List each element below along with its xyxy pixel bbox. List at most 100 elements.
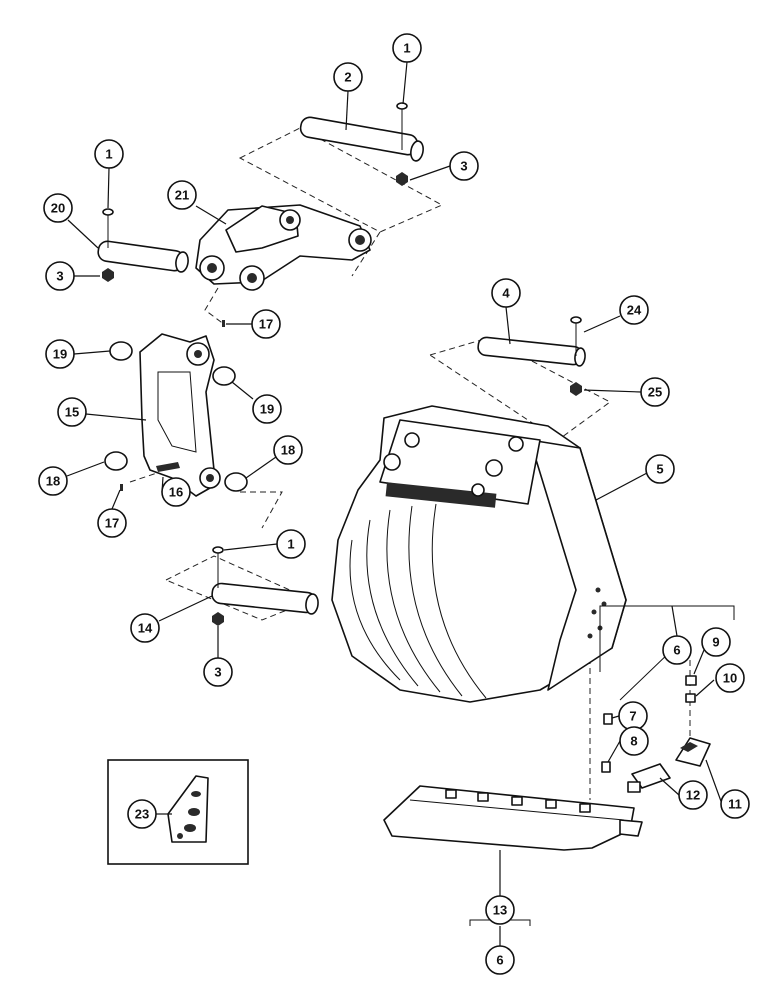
leader-12	[659, 777, 680, 796]
callout-17b: 17	[97, 508, 127, 538]
bucket-rib-3	[386, 509, 441, 693]
link-eye-top-hole	[286, 216, 294, 224]
bucket-eye-4	[508, 436, 524, 452]
leader-15	[85, 413, 147, 421]
callout-6b: 6	[485, 945, 515, 975]
arm-web-opening	[157, 371, 197, 453]
callout-18a: 18	[38, 466, 68, 496]
bucket-bolt-hole-3	[591, 609, 597, 615]
right-pin-end	[574, 347, 586, 367]
leader-11	[705, 759, 723, 805]
leader-3a	[409, 165, 451, 181]
inset-slot-2	[188, 808, 200, 816]
callout-18b: 18	[273, 435, 303, 465]
pin-17-top	[222, 320, 225, 327]
right-pin-bolt-head	[570, 316, 582, 324]
callout-5-label: 5	[656, 462, 663, 477]
bucket-eye-1	[383, 453, 401, 471]
arm-top-eye-hole	[194, 350, 202, 358]
lip-tooth-1	[445, 789, 457, 799]
bucket-rib-2	[366, 519, 419, 687]
bushing-18-left	[104, 451, 128, 471]
bucket-bolt-hole-1	[595, 587, 601, 593]
bucket-eye-2	[404, 432, 420, 448]
top-pin-nut	[396, 172, 408, 186]
callout-3c: 3	[203, 657, 233, 687]
leader-1c	[223, 543, 278, 551]
callout-1c: 1	[276, 529, 306, 559]
callout-5: 5	[645, 454, 675, 484]
callout-18a-label: 18	[46, 474, 60, 489]
callout-21: 21	[167, 180, 197, 210]
group-6-top-bracket	[599, 605, 735, 672]
bucket-eye-3	[485, 459, 503, 477]
guide-top-pin-plane	[238, 127, 444, 233]
link-assembly	[195, 204, 372, 291]
callout-15: 15	[57, 397, 87, 427]
callout-16: 16	[161, 477, 191, 507]
callout-23: 23	[127, 799, 157, 829]
lip-end-corner	[619, 819, 643, 837]
callout-12-label: 12	[686, 788, 700, 803]
cutting-edge-line	[409, 799, 625, 821]
callout-9: 9	[701, 627, 731, 657]
callout-14-label: 14	[138, 621, 153, 636]
callout-23-label: 23	[135, 807, 149, 822]
inset-hole	[177, 833, 183, 839]
callout-13-label: 13	[493, 903, 507, 918]
leader-19a	[73, 350, 111, 355]
lower-pin-nut	[212, 612, 224, 626]
callout-24-label: 24	[627, 303, 642, 318]
lower-pin-bolt-head	[212, 546, 224, 554]
callout-4-label: 4	[502, 286, 510, 301]
callout-1a: 1	[392, 33, 422, 63]
top-pin-end	[410, 140, 424, 162]
leader-18b	[245, 456, 277, 479]
leader-1b	[107, 167, 110, 209]
bushing-19-left	[109, 341, 133, 361]
callout-17b-label: 17	[105, 516, 119, 531]
pin-17-lower	[120, 484, 123, 491]
callout-10: 10	[715, 663, 745, 693]
bucket-crossbar	[385, 482, 497, 508]
lip-tooth-5	[579, 803, 591, 813]
part-7-pin	[603, 713, 613, 725]
callout-14: 14	[130, 613, 160, 643]
arm-pin-16	[156, 462, 180, 472]
part-9-block	[685, 675, 697, 686]
link-eye-front-hole	[247, 273, 257, 283]
leader-17b	[111, 489, 121, 510]
left-pin-assembly	[97, 208, 189, 282]
callout-17a: 17	[251, 309, 281, 339]
callout-13: 13	[485, 895, 515, 925]
part-12-base	[627, 781, 641, 793]
callout-24: 24	[619, 295, 649, 325]
callout-19a: 19	[45, 339, 75, 369]
bucket-rib-5	[431, 503, 487, 699]
inset-slot-3	[184, 824, 196, 832]
callout-25-label: 25	[648, 385, 662, 400]
callout-9-label: 9	[712, 635, 719, 650]
leader-4	[505, 306, 511, 345]
left-pin-bolt-head	[102, 208, 114, 216]
guide-link-to-arm	[204, 287, 226, 326]
arm-bottom-eye-hole	[206, 474, 214, 482]
callout-2: 2	[333, 62, 363, 92]
bucket-eye-5	[471, 483, 485, 497]
inset-slot-1	[191, 791, 201, 797]
cutting-edge-assembly	[383, 785, 643, 851]
left-pin	[97, 240, 185, 272]
callout-15-label: 15	[65, 405, 79, 420]
bucket-rib-4	[408, 505, 463, 697]
callout-1a-label: 1	[403, 41, 410, 56]
leader-10	[695, 679, 715, 697]
link-eye-right-hole	[355, 235, 365, 245]
bucket-bolt-hole-2	[601, 601, 607, 607]
top-pin	[299, 116, 419, 156]
callout-3a-label: 3	[460, 159, 467, 174]
callout-8-label: 8	[630, 734, 637, 749]
callout-19b-label: 19	[260, 402, 274, 417]
part-11-shade	[680, 742, 698, 752]
